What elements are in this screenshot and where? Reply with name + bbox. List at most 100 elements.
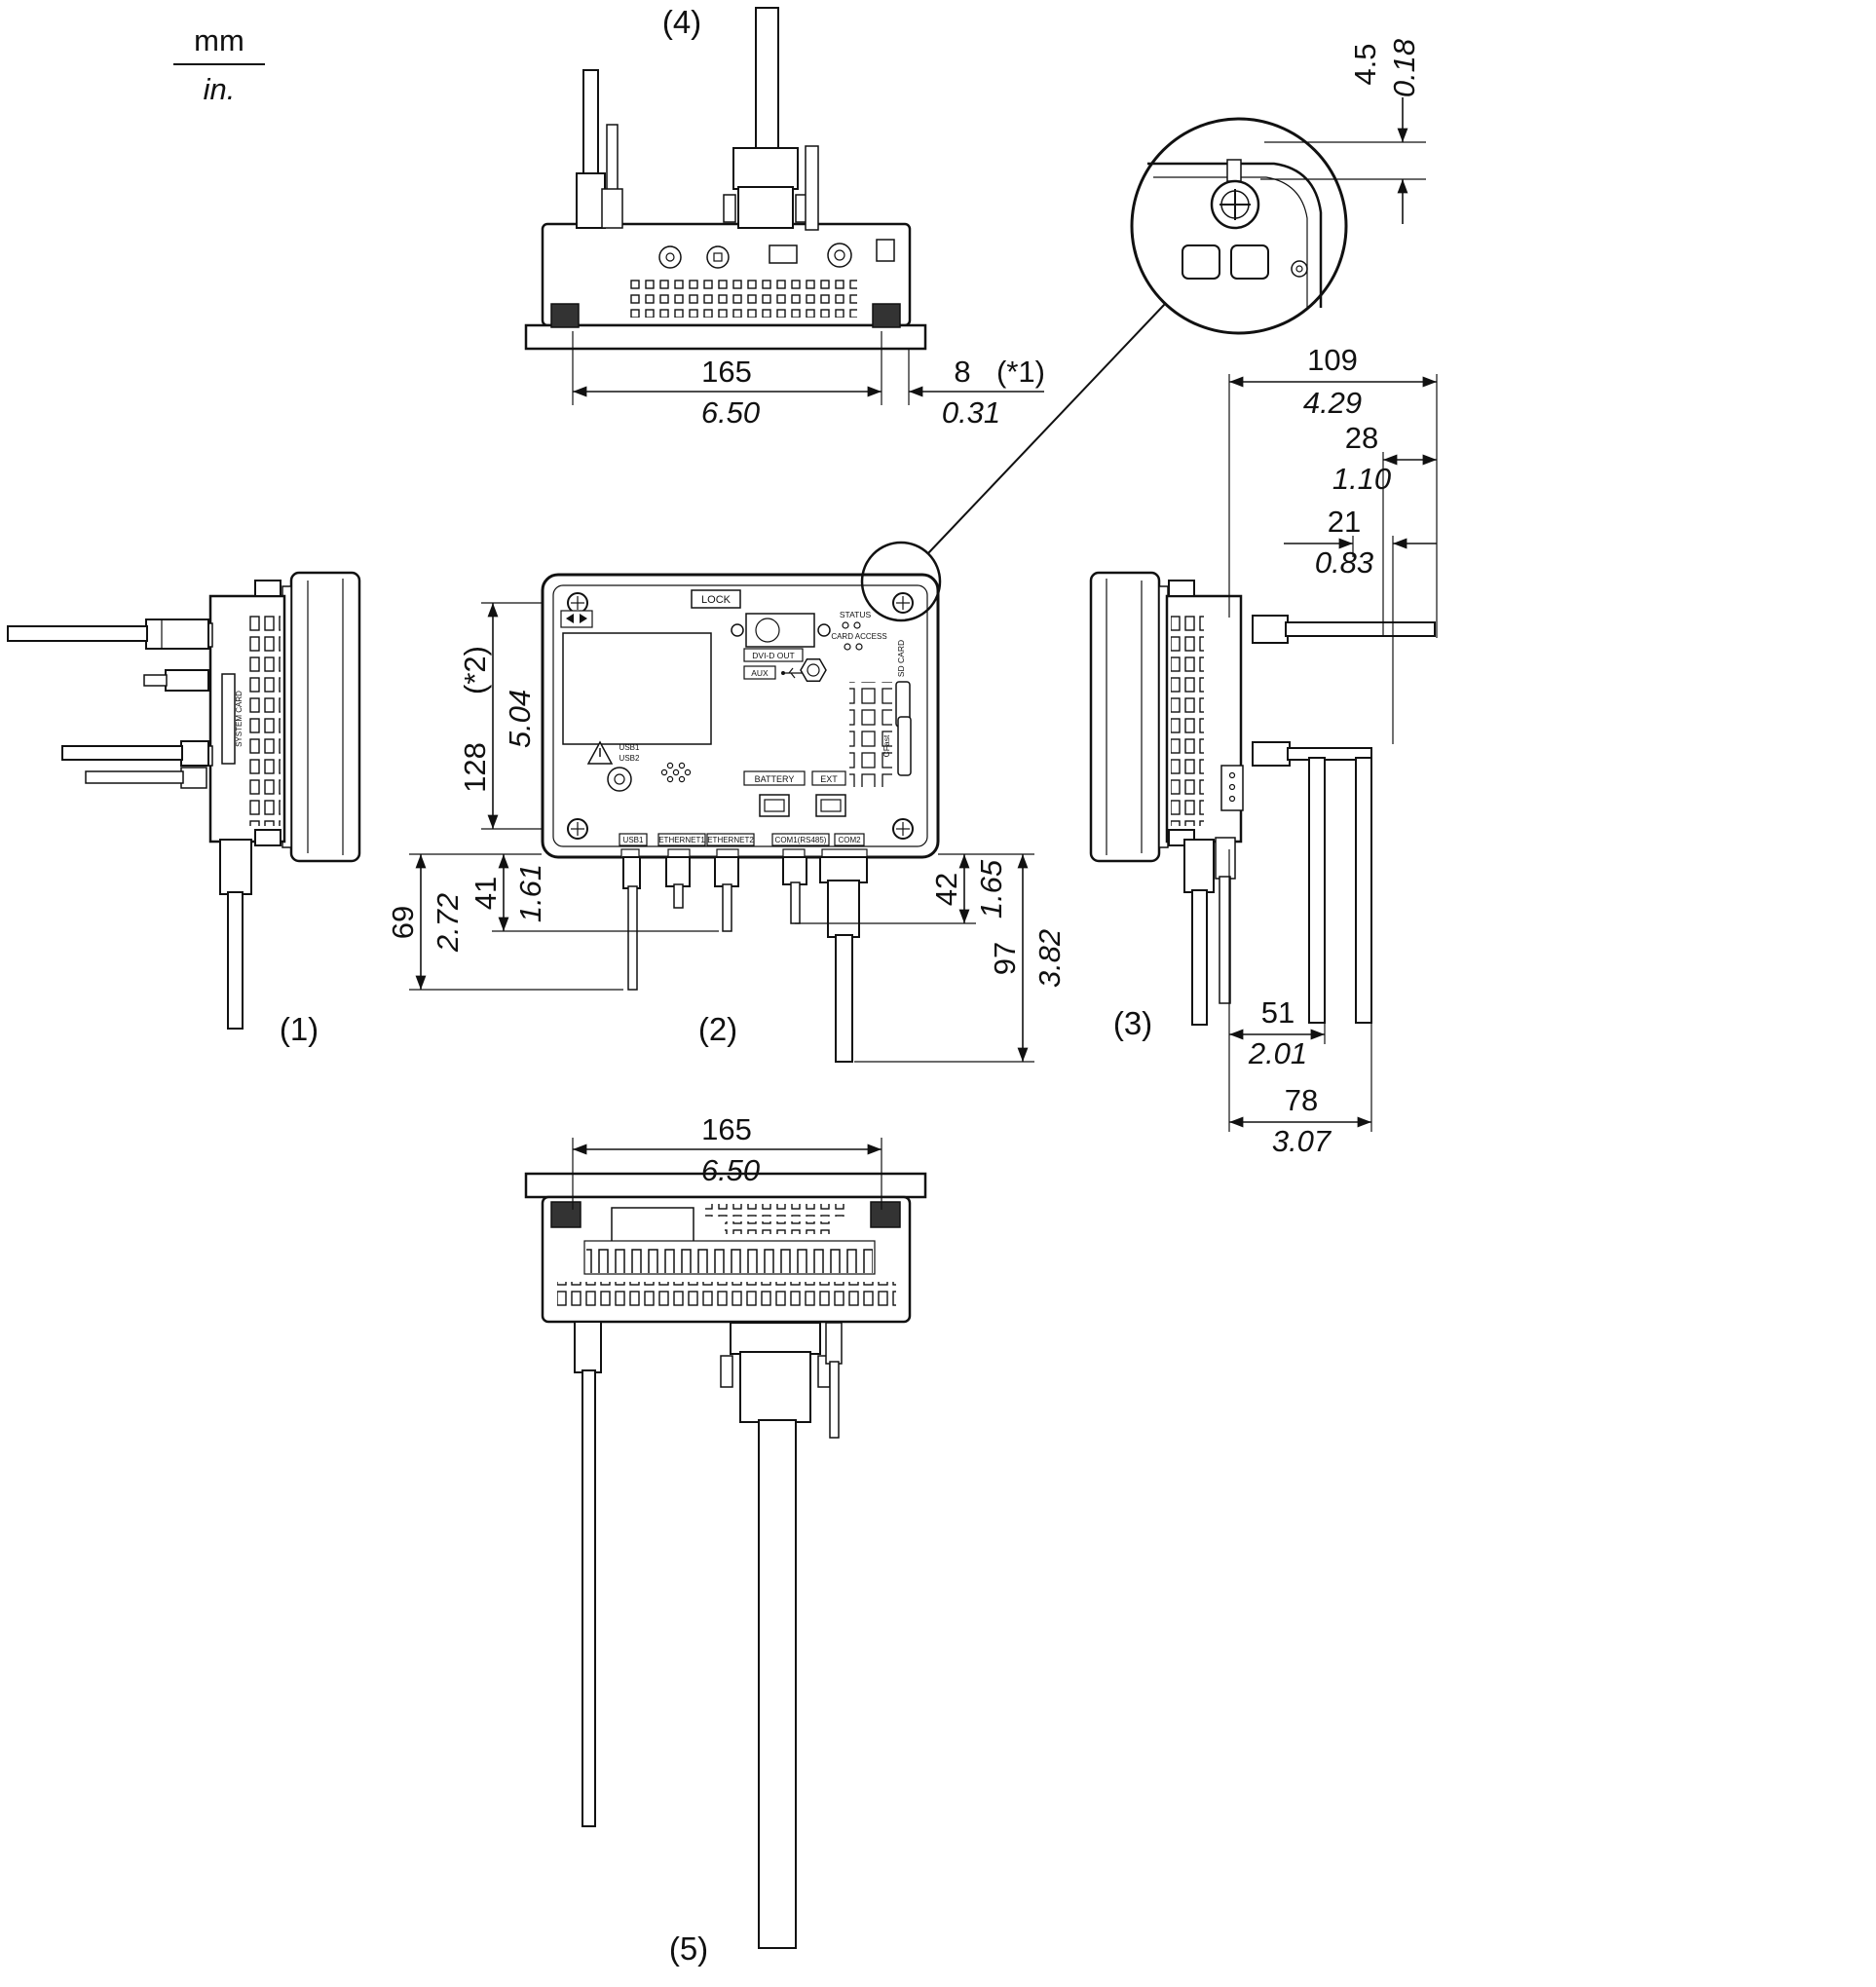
top-mounting-clip-left xyxy=(550,303,580,328)
bottom-cable-small xyxy=(825,1322,843,1439)
view-right-label: (3) xyxy=(1113,1005,1152,1041)
left-cable-down xyxy=(219,839,252,1030)
view-left-label: (1) xyxy=(280,1011,319,1047)
right-clip-top xyxy=(1168,580,1195,597)
round-connector xyxy=(607,767,632,792)
right-cable-down-1 xyxy=(1183,839,1215,1026)
dim-height-mm: 128 xyxy=(458,742,492,793)
top-connectors xyxy=(658,239,895,269)
terminal-grid xyxy=(849,682,892,787)
rear-corner-screws xyxy=(567,592,914,840)
view-rear-label: (2) xyxy=(698,1011,737,1047)
card-access-label: CARD ACCESS xyxy=(831,632,886,641)
dim-cable-69: 69 2.72 xyxy=(386,853,623,991)
view-top-label: (4) xyxy=(662,4,701,40)
detail-port-left xyxy=(1182,244,1220,280)
ext-label-box xyxy=(811,770,846,786)
top-flange xyxy=(524,323,927,351)
lock-label-box xyxy=(691,589,741,609)
ext-label: EXT xyxy=(820,774,838,784)
dim-screw-in: 0.18 xyxy=(1387,38,1421,97)
dim-69-mm: 69 xyxy=(386,906,420,939)
rear-nameplate xyxy=(562,632,712,745)
bottom-hole-row-1 xyxy=(705,1204,849,1217)
com1-label-box xyxy=(771,833,830,846)
dim-bottom-width: 165 6.50 xyxy=(572,1112,882,1210)
usb2-icon-label: USB2 xyxy=(619,754,640,763)
dim-bottom-width-mm: 165 xyxy=(701,1112,752,1146)
left-bezel xyxy=(289,571,361,863)
com2-label-box xyxy=(834,833,865,846)
dim-28: 28 1.10 xyxy=(1332,421,1437,635)
dim-cable-42: 42 1.65 xyxy=(795,853,1034,924)
usb1-port-label-box xyxy=(619,833,648,846)
system-card-label: SYSTEM CARD xyxy=(235,691,244,747)
dim-97-mm: 97 xyxy=(988,942,1022,975)
lock-label: LOCK xyxy=(701,594,732,606)
sd-card-label: SD CARD xyxy=(896,640,906,677)
bottom-nameplate xyxy=(611,1207,694,1244)
dim-depth-mm: 109 xyxy=(1307,343,1358,377)
ethernet1-label-box xyxy=(657,833,706,846)
usb-symbol-icon xyxy=(781,667,803,679)
dim-51-mm: 51 xyxy=(1261,995,1294,1030)
detail-leader-line xyxy=(927,303,1166,554)
dim-top-offset-mm: 8 xyxy=(954,355,970,389)
usb1-icon-label: USB1 xyxy=(619,743,640,752)
dim-41-in: 1.61 xyxy=(513,864,547,922)
view-bottom: (5) xyxy=(524,1172,927,1967)
unit-mm-label: mm xyxy=(194,23,244,57)
power-terminal xyxy=(1220,765,1244,811)
left-clip-top xyxy=(254,580,281,597)
dvi-label: DVI-D OUT xyxy=(752,651,794,660)
rear-cable-com1 xyxy=(782,856,807,924)
orientation-icon xyxy=(560,610,593,628)
view-left: SYSTEM CARD (1) xyxy=(7,571,361,1047)
dim-top-offset-note: (*1) xyxy=(996,355,1045,389)
corner-screw-detail xyxy=(927,117,1348,554)
battery-label: BATTERY xyxy=(755,774,795,784)
left-clip-bottom xyxy=(254,829,281,846)
rear-cable-ethernet2 xyxy=(714,856,739,932)
system-card-slot xyxy=(221,673,236,765)
dim-top-width-mm: 165 xyxy=(701,355,752,389)
dim-41-mm: 41 xyxy=(469,877,503,910)
dim-top-width: 165 6.50 xyxy=(572,331,882,430)
bottom-cable-dvi xyxy=(720,1322,831,1949)
dim-bottom-width-in: 6.50 xyxy=(701,1153,760,1187)
ethernet2-label: ETHERNET2 xyxy=(707,836,754,844)
bottom-hole-row-2 xyxy=(725,1221,832,1234)
dim-height-in: 5.04 xyxy=(503,690,537,748)
top-cable-dvi xyxy=(723,7,808,229)
dim-rear-height: 128 (*2) 5.04 xyxy=(458,602,542,830)
bottom-vent-band xyxy=(586,1242,873,1273)
bottom-flange xyxy=(524,1172,927,1199)
dim-51: 51 2.01 xyxy=(1228,849,1326,1132)
top-mounting-clip-right xyxy=(872,303,901,328)
rear-cable-usb xyxy=(622,856,641,991)
dim-78: 78 3.07 xyxy=(1229,1023,1372,1158)
view-bottom-label: (5) xyxy=(669,1931,708,1967)
left-cable-low xyxy=(85,767,207,789)
dim-78-mm: 78 xyxy=(1285,1083,1318,1117)
left-cable-mid xyxy=(61,740,209,767)
cfast-slot xyxy=(897,716,912,776)
usb-warning-icon xyxy=(586,740,614,765)
bottom-clip-left xyxy=(550,1201,582,1228)
speaker-holes xyxy=(660,762,692,783)
dim-21: 21 0.83 xyxy=(1284,505,1437,744)
left-cable-top xyxy=(7,619,209,650)
top-cable-aux xyxy=(805,145,819,231)
right-vents xyxy=(1171,612,1204,826)
left-cable-plug xyxy=(143,669,209,692)
dim-97-in: 3.82 xyxy=(1032,929,1067,988)
dim-21-mm: 21 xyxy=(1328,505,1361,539)
top-cable-small xyxy=(601,124,623,229)
dim-screw-height: 4.5 0.18 xyxy=(1260,38,1426,224)
card-access-led xyxy=(844,643,851,651)
dvi-connector xyxy=(731,613,831,648)
dim-42-in: 1.65 xyxy=(974,859,1008,919)
dim-top-width-in: 6.50 xyxy=(701,395,760,430)
dim-screw-mm: 4.5 xyxy=(1348,43,1382,85)
